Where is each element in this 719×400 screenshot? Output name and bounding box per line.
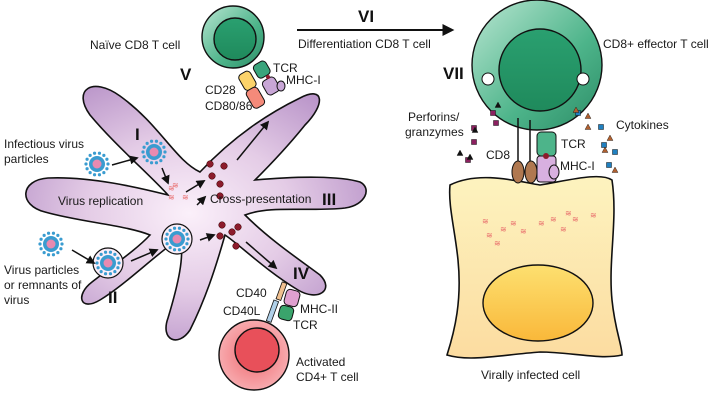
label-infectious-1: Infectious virus <box>4 137 84 151</box>
activated-cd4-t-cell <box>218 319 290 391</box>
viral-rna-icon: ≋ <box>520 227 527 236</box>
peptide-icon <box>216 232 224 240</box>
nucleus <box>482 264 594 342</box>
label-remnants-1: Virus particles <box>4 263 79 277</box>
viral-rna-icon: ≋ <box>560 225 567 234</box>
granule-triangle-icon <box>466 153 474 160</box>
virus-particle-icon <box>92 247 124 279</box>
effector-cd8-t-cell <box>471 0 603 131</box>
label-mhc2: MHC-II <box>300 302 338 316</box>
label-virally-infected: Virally infected cell <box>481 368 580 382</box>
label-cd28: CD28 <box>205 83 236 97</box>
granule-triangle-icon <box>611 166 619 173</box>
naive-cd8-t-cell <box>201 5 265 69</box>
granule-square-icon <box>601 142 607 148</box>
label-remnants-3: virus <box>4 293 29 307</box>
roman-i: I <box>135 125 140 144</box>
label-cd40: CD40 <box>236 286 267 300</box>
granule-triangle-icon <box>584 123 592 130</box>
label-virus-replication: Virus replication <box>58 194 143 208</box>
label-remnants-2: or remnants of <box>4 278 82 292</box>
viral-rna-icon: ≋ <box>510 219 517 228</box>
viral-rna-icon: ≋ <box>565 209 572 218</box>
granule-triangle-icon <box>601 146 609 153</box>
virus-particle-icon <box>161 223 193 255</box>
roman-iii: III <box>322 190 336 209</box>
peptide-icon <box>232 242 240 250</box>
granule-triangle-icon <box>584 112 592 119</box>
peptide-icon <box>218 221 226 229</box>
viral-rna-icon: ≋ <box>590 211 597 220</box>
virus-particle-icon <box>141 139 167 165</box>
tcr-mhc1-top <box>252 60 286 96</box>
viral-rna-icon: ≋ <box>168 184 175 193</box>
granule-icon <box>481 72 495 86</box>
peptide-icon <box>234 223 242 231</box>
label-mhc1-top: MHC-I <box>286 73 321 87</box>
roman-ii: II <box>108 288 117 307</box>
label-cytokines: Cytokines <box>616 118 669 132</box>
viral-rna-icon: ≋ <box>482 217 489 226</box>
roman-vi: VI <box>358 7 374 26</box>
viral-rna-icon: ≋ <box>572 215 579 224</box>
granule-square-icon <box>606 162 612 168</box>
peptide-icon <box>228 228 236 236</box>
label-naive-cd8: Naïve CD8 T cell <box>90 38 180 52</box>
peptide-icon <box>216 192 224 200</box>
viral-rna-icon: ≋ <box>500 225 507 234</box>
cd28-cd80-receptor <box>238 70 266 109</box>
label-activated-1: Activated <box>296 355 345 369</box>
label-tcr-top: TCR <box>273 61 298 75</box>
label-tcr-right: TCR <box>561 137 586 151</box>
granule-icon <box>576 72 590 86</box>
label-effector: CD8+ effector T cell <box>603 37 709 51</box>
label-perforins-1: Perforins/ <box>408 110 460 124</box>
roman-v: V <box>180 65 192 84</box>
process-arrows <box>71 120 278 270</box>
viral-rna-icon: ≋ <box>538 219 545 228</box>
peptide-icon <box>208 172 216 180</box>
label-cross-presentation: Cross-presentation <box>210 192 311 206</box>
label-cd8: CD8 <box>486 148 510 162</box>
granule-square-icon <box>493 120 499 126</box>
label-cd80-86: CD80/86 <box>205 99 253 113</box>
cd40-mhc2-receptors <box>265 281 301 323</box>
virus-particle-icon <box>84 151 110 177</box>
granule-triangle-icon <box>471 126 479 133</box>
tcr-mhc1-right <box>536 131 560 183</box>
peptide-icon <box>220 162 228 170</box>
cd8-coreceptor <box>511 118 538 184</box>
label-perforins-2: granzymes <box>405 125 464 139</box>
granule-square-icon <box>598 124 604 130</box>
label-differentiation: Differentiation CD8 T cell <box>298 37 431 51</box>
peptide-icon <box>216 180 224 188</box>
peptide-icon <box>206 160 214 168</box>
viral-rna-icon: ≋ <box>168 193 175 202</box>
granule-square-icon <box>471 139 477 145</box>
label-infectious-2: particles <box>4 152 49 166</box>
virus-particle-icon <box>38 231 64 257</box>
roman-iv: IV <box>293 264 310 283</box>
viral-rna-icon: ≋ <box>550 215 557 224</box>
label-activated-2: CD4+ T cell <box>296 370 359 384</box>
viral-rna-icon: ≋ <box>494 239 501 248</box>
roman-vii: VII <box>443 64 464 83</box>
granule-square-icon <box>612 149 618 155</box>
label-mhc1-right: MHC-I <box>560 159 595 173</box>
label-tcr-cd4: TCR <box>293 318 318 332</box>
label-cd40l: CD40L <box>223 304 261 318</box>
granule-triangle-icon <box>456 149 464 156</box>
viral-rna-icon: ≋ <box>182 193 189 202</box>
granule-triangle-icon <box>572 106 580 113</box>
granule-triangle-icon <box>494 101 502 108</box>
granule-square-icon <box>490 110 496 116</box>
viral-rna-icon: ≋ <box>172 181 179 190</box>
granule-triangle-icon <box>606 134 614 141</box>
viral-rna-icon: ≋ <box>486 231 493 240</box>
